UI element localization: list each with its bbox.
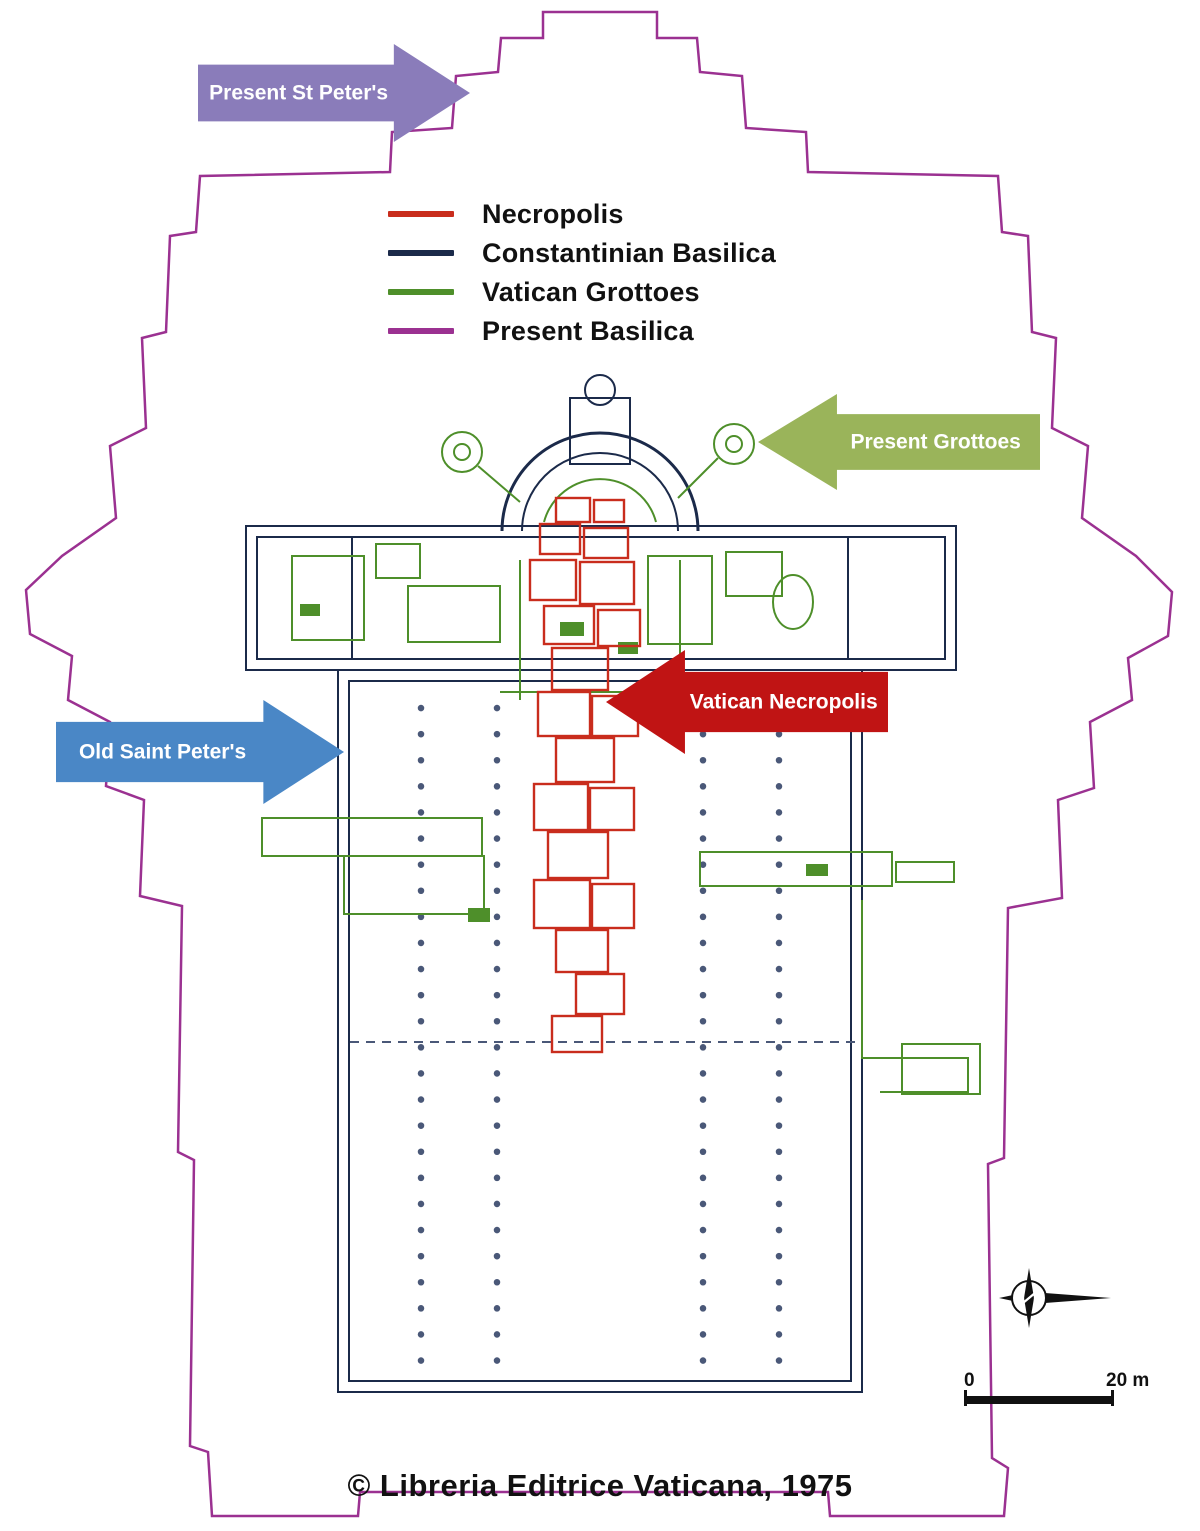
legend-item-vatican-grottoes: Vatican Grottoes [388, 276, 776, 307]
copyright-text: © Libreria Editrice Vaticana, 1975 [347, 1468, 853, 1503]
vatican-necropolis-label: Vatican Necropolis [689, 690, 878, 714]
scale-bar-line [964, 1396, 1114, 1404]
old-saint-peters-label: Old Saint Peter's [78, 740, 247, 764]
apse-outer-arc [500, 431, 700, 532]
legend-label: Constantinian Basilica [482, 237, 776, 268]
scale-end-label: 20 m [1106, 1370, 1149, 1391]
grotto-corridor-right [699, 851, 893, 887]
legend-swatch-necropolis [388, 211, 454, 217]
legend-swatch-constantinian [388, 250, 454, 256]
present-grottoes-label: Present Grottoes [850, 430, 1021, 454]
apse-inner-arc [521, 452, 679, 532]
legend-label: Present Basilica [482, 315, 694, 346]
compass-rose-icon [999, 1268, 1111, 1328]
transept-inner-wall [256, 536, 946, 660]
scale-bar: 0 20 m [964, 1370, 1149, 1406]
vatican-grottoes [261, 423, 981, 1095]
scale-start-label: 0 [964, 1370, 975, 1391]
legend-item-necropolis: Necropolis [388, 198, 776, 229]
grotto-ramp [861, 900, 969, 1093]
legend: Necropolis Constantinian Basilica Vatica… [388, 198, 776, 346]
legend-swatch-grottoes [388, 289, 454, 295]
grotto-chapel-right [713, 423, 755, 465]
constantinian-basilica-walls [245, 374, 957, 1393]
legend-label: Necropolis [482, 198, 624, 229]
legend-swatch-present-basilica [388, 328, 454, 334]
top-chapel [569, 397, 631, 465]
nave-inner-wall [348, 680, 852, 1382]
grotto-corridor-left [261, 817, 483, 857]
legend-item-present-basilica: Present Basilica [388, 315, 776, 346]
grotto-chapel-left [441, 431, 483, 473]
present-basilica-outline [24, 10, 1174, 1518]
top-chapel-dome [584, 374, 616, 406]
legend-label: Vatican Grottoes [482, 276, 700, 307]
nave-outer-wall [337, 669, 863, 1393]
legend-item-constantinian-basilica: Constantinian Basilica [388, 237, 776, 268]
necropolis-tombs [528, 496, 642, 1054]
present-st-peters-label: Present St Peter's [209, 81, 389, 105]
